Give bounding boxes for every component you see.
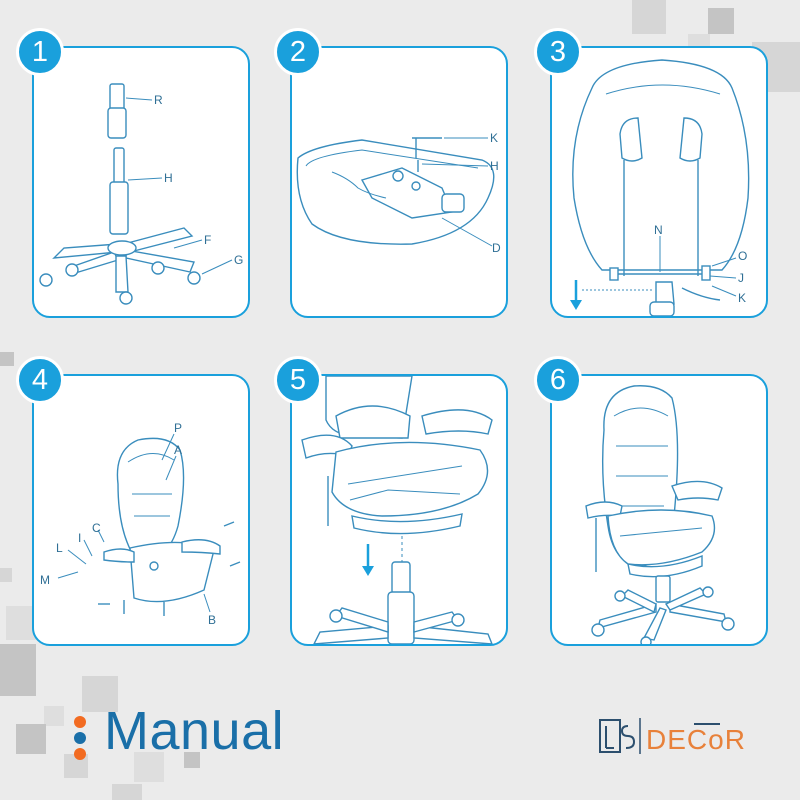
- label-a: A: [174, 443, 182, 457]
- label-g: G: [234, 253, 243, 267]
- label-n: N: [654, 223, 663, 237]
- orange-dot: [74, 748, 86, 760]
- step-1-panel: R H F G 1: [16, 28, 250, 318]
- step-4-panel: P A C I L M B 4: [16, 356, 250, 646]
- label-f: F: [204, 233, 211, 247]
- decor-square: [184, 752, 200, 768]
- seat-mechanism-illustration: K H D: [296, 131, 501, 255]
- label-k: K: [490, 131, 498, 145]
- label-o: O: [738, 249, 747, 263]
- ls-decor-logo: DECoR: [598, 714, 768, 758]
- blue-dot: [74, 732, 86, 744]
- decor-square: [134, 752, 164, 782]
- seat-to-base-illustration: [301, 376, 493, 644]
- label-k: K: [738, 291, 746, 305]
- chair-base-assembly-illustration: R H F G: [39, 83, 243, 305]
- assembled-chair-illustration: [585, 385, 735, 644]
- label-l: L: [56, 541, 63, 555]
- label-b: B: [208, 613, 216, 627]
- label-r: R: [154, 93, 163, 107]
- decor-square: [44, 706, 64, 726]
- step-5-panel: 5: [274, 356, 508, 646]
- decor-square: [112, 784, 142, 800]
- step-6-panel: 6: [534, 356, 768, 646]
- step-number-badge: 5: [274, 356, 322, 404]
- decor-square: [632, 0, 666, 34]
- label-m: M: [40, 573, 50, 587]
- label-d: D: [492, 241, 501, 255]
- label-j: J: [738, 271, 744, 285]
- manual-title: Manual: [104, 701, 285, 761]
- step-number-badge: 3: [534, 28, 582, 76]
- backrest-attachment-illustration: N O J K: [570, 59, 750, 316]
- label-h: H: [490, 159, 499, 173]
- bullet-dots: [74, 716, 90, 760]
- logo-word: DECoR: [646, 724, 746, 755]
- step-number-badge: 4: [16, 356, 64, 404]
- step-number-badge: 6: [534, 356, 582, 404]
- decor-square: [708, 8, 734, 34]
- label-e: H: [164, 171, 173, 185]
- step-number-badge: 1: [16, 28, 64, 76]
- step-number-badge: 2: [274, 28, 322, 76]
- decor-square: [0, 568, 12, 582]
- decor-square: [16, 724, 46, 754]
- armrest-attachment-illustration: P A C I L M B: [40, 421, 241, 627]
- decor-square: [82, 676, 118, 712]
- step-2-panel: K H D 2: [274, 28, 508, 318]
- label-c: C: [92, 521, 101, 535]
- orange-dot: [74, 716, 86, 728]
- step-3-panel: N O J K 3: [534, 28, 768, 318]
- decor-square: [0, 644, 36, 696]
- label-i: I: [78, 531, 81, 545]
- decor-square: [0, 352, 14, 366]
- label-p: P: [174, 421, 182, 435]
